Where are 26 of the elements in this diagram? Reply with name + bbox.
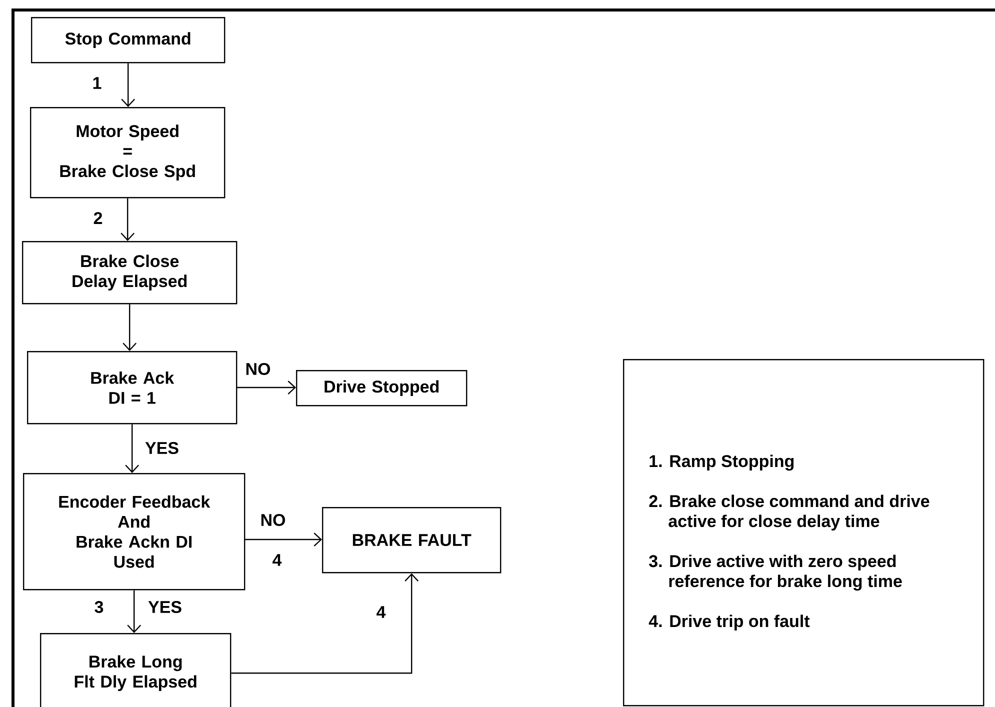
arrow <box>122 304 137 351</box>
arrow <box>231 573 419 674</box>
process-box: BRAKE FAULT <box>322 507 502 574</box>
arrow <box>125 424 140 473</box>
step-number: 3 <box>93 600 105 614</box>
process-box: Brake Close Delay Elapsed <box>22 241 238 304</box>
process-box: Stop Command <box>31 17 226 64</box>
edge-label: 2 <box>92 211 104 225</box>
arrow <box>120 198 135 241</box>
step-number: 4 <box>271 553 283 567</box>
arrow <box>121 63 136 107</box>
edge-label: 4 <box>375 605 387 619</box>
note-box: 1. Ramp Stopping 2. Brake close command and drive active for close delay time 3. Drive active with zero speed reference for brake long time 4. Drive trip on fault <box>623 359 984 706</box>
process-box: Drive Stopped <box>296 370 468 406</box>
process-box: Motor Speed = Brake Close Spd <box>30 107 226 198</box>
process-box: Brake Ack DI = 1 <box>27 351 238 424</box>
edge-label: NO <box>244 362 272 376</box>
edge-label: YES <box>144 440 180 456</box>
edge-label: 1 <box>91 76 103 90</box>
arrow <box>236 380 296 394</box>
process-box: Brake Long Flt Dly Elapsed <box>40 633 232 707</box>
arrow <box>127 590 142 633</box>
edge-label: YES <box>147 600 184 614</box>
arrow <box>244 532 322 546</box>
process-box: Encoder Feedback And Brake Ackn DI Used <box>23 473 246 590</box>
edge-label: NO <box>259 513 287 528</box>
